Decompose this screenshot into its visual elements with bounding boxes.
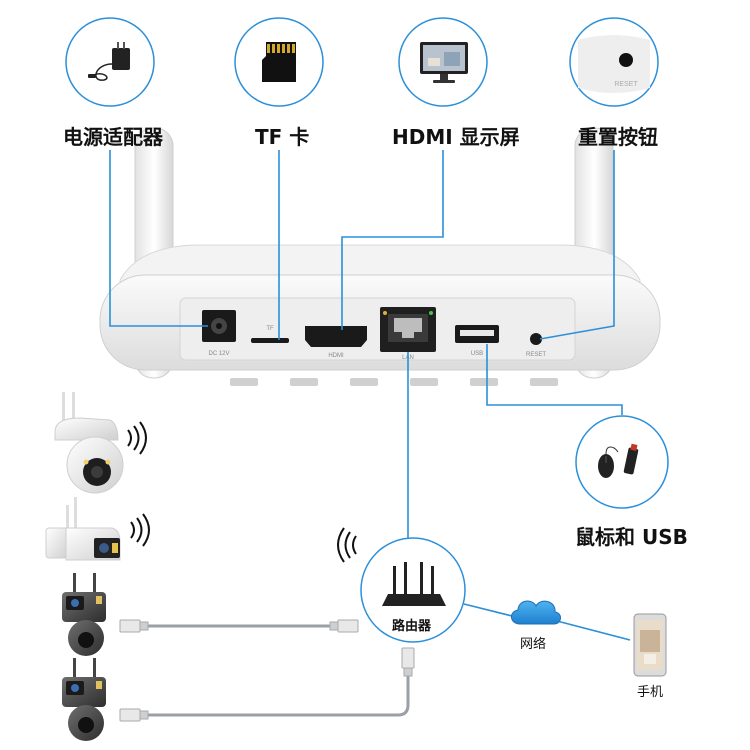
mouse-usb-label: 鼠标和 USB <box>575 525 688 549</box>
hdmi-display-label: HDMI 显示屏 <box>392 125 520 149</box>
dc-port-label: DC 12V <box>208 351 229 357</box>
tf-card-callout <box>234 17 324 107</box>
usb-port-label: USB <box>471 351 483 357</box>
reset-inset-text: RESET <box>614 81 638 88</box>
dual-lens-camera-1 <box>62 573 106 656</box>
router-callout <box>337 527 466 643</box>
router-wifi-icon <box>337 527 357 563</box>
camera-1-wifi-icon <box>127 421 147 455</box>
hdmi-display-callout <box>398 17 488 107</box>
reset-hole <box>530 333 542 345</box>
router-network-line <box>463 603 513 617</box>
power-adapter-callout <box>65 17 155 107</box>
usb-connector-line <box>486 344 623 415</box>
reset-button-callout: RESET <box>569 17 659 107</box>
ethernet-cable-1 <box>119 619 359 633</box>
tf-port-label: TF <box>266 326 274 332</box>
camera-2-wifi-icon <box>130 513 150 547</box>
connector-lines <box>109 150 631 641</box>
hdmi-port <box>305 326 367 347</box>
bullet-camera <box>45 497 121 561</box>
rear-panel <box>179 297 576 361</box>
nvr-device: DC 12V TF HDMI LAN USB RESET <box>99 127 661 386</box>
usb-dongle-icon <box>623 443 639 475</box>
power-adapter-icon <box>88 42 130 81</box>
mouse-usb-callout <box>575 415 669 509</box>
tf-card-icon <box>262 42 296 82</box>
power-adapter-label: 电源适配器 <box>63 125 163 149</box>
phone-label: 手机 <box>637 685 664 700</box>
tf-slot <box>251 338 289 343</box>
cloud-icon <box>511 600 561 625</box>
reset-port-label: RESET <box>526 352 546 358</box>
power-connector-line <box>109 150 208 327</box>
dual-lens-camera-2 <box>62 658 106 741</box>
reset-connector-line <box>539 150 615 340</box>
reset-button-label: 重置按钮 <box>578 125 658 149</box>
monitor-icon <box>420 42 468 83</box>
ethernet-cable-2 <box>119 647 415 722</box>
hdmi-port-label: HDMI <box>328 353 344 359</box>
router-label: 路由器 <box>392 619 432 634</box>
ptz-dome-camera <box>54 392 124 494</box>
network-label: 网络 <box>520 637 547 652</box>
router-icon <box>382 562 446 606</box>
reset-closeup-icon: RESET <box>578 35 650 93</box>
phone-icon <box>633 613 667 677</box>
network-phone-line <box>556 620 631 641</box>
tf-card-label: TF 卡 <box>255 125 310 149</box>
hdmi-connector-line <box>341 150 444 330</box>
mouse-icon <box>598 446 619 478</box>
